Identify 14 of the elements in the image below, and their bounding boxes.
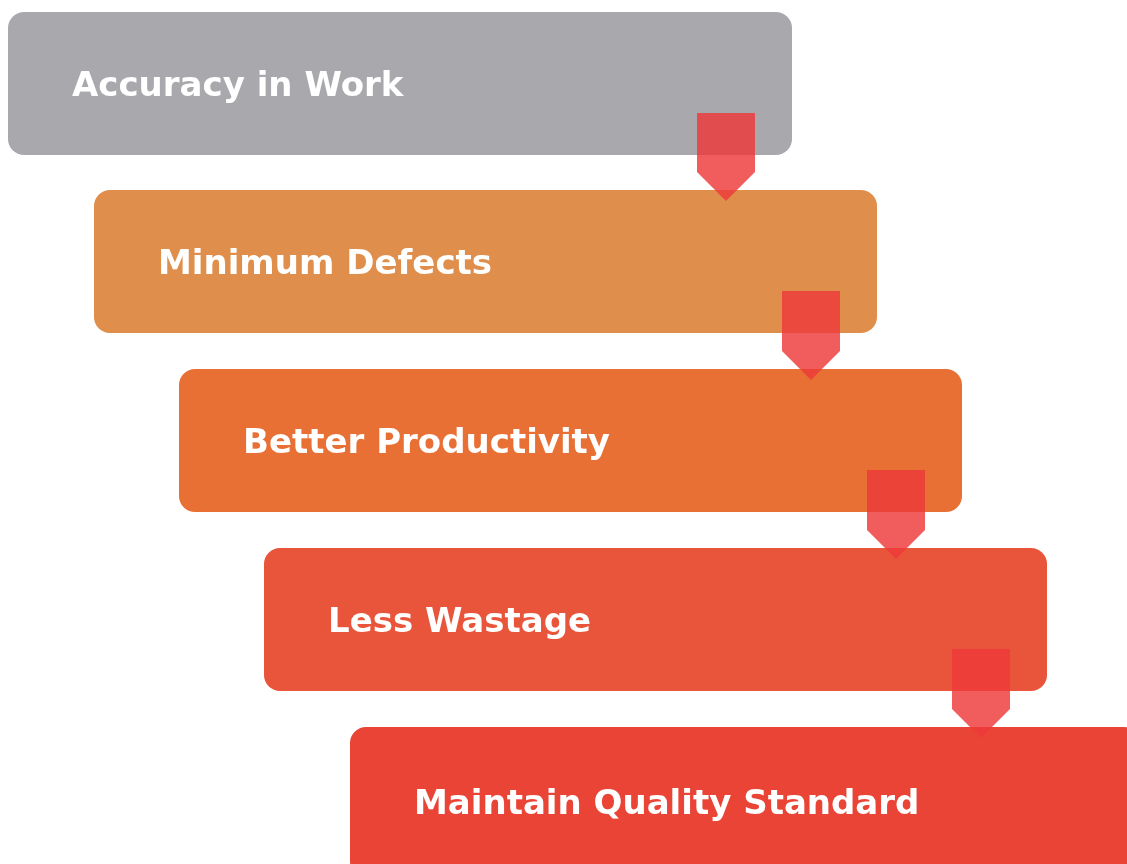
down-arrow bbox=[697, 113, 755, 201]
step-label: Maintain Quality Standard bbox=[414, 782, 920, 822]
step-box bbox=[8, 12, 792, 155]
down-arrow bbox=[952, 649, 1010, 738]
step-box bbox=[94, 190, 877, 333]
step-box bbox=[350, 727, 1127, 864]
step-box bbox=[179, 369, 962, 512]
down-arrow bbox=[867, 470, 925, 559]
step-label: Accuracy in Work bbox=[72, 63, 404, 104]
step-label: Better Productivity bbox=[243, 420, 611, 461]
down-arrow bbox=[782, 291, 840, 380]
step-label: Minimum Defects bbox=[158, 241, 493, 282]
step-box bbox=[264, 548, 1047, 691]
step-label: Less Wastage bbox=[328, 599, 592, 640]
